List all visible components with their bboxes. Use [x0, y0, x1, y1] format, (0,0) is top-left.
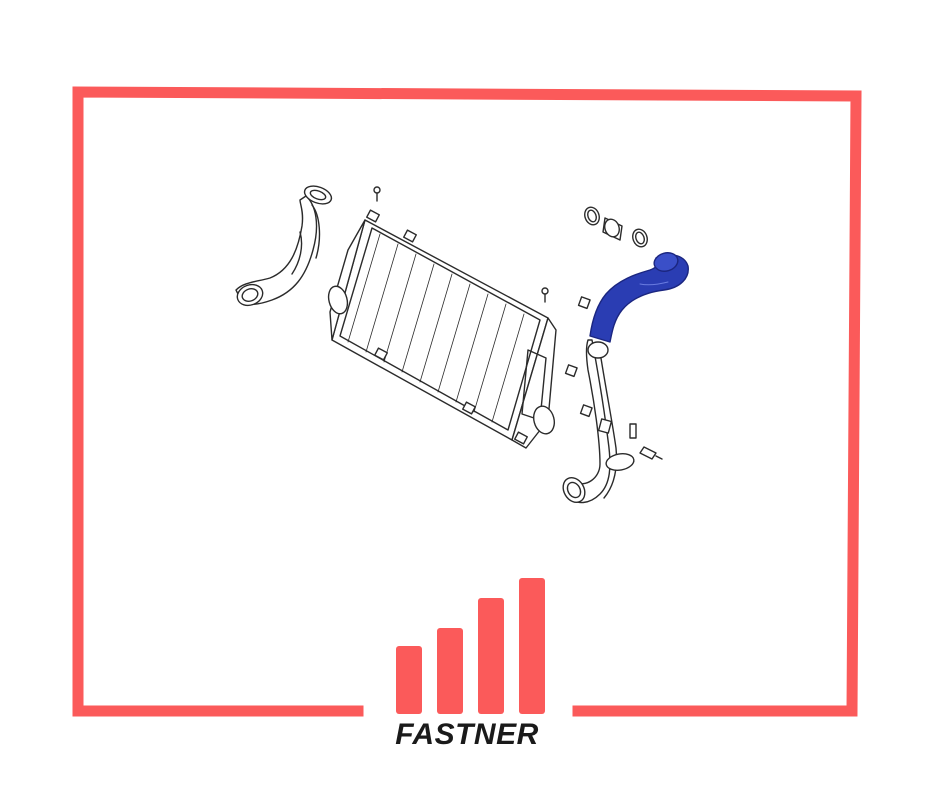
core-fins [347, 233, 525, 423]
clamps [564, 217, 623, 418]
logo-bar-1 [396, 646, 422, 714]
bolt-right-of-core [541, 287, 549, 303]
brand-name: FASTNER [395, 718, 539, 751]
brand-logo [396, 578, 545, 714]
intercooler-core [327, 209, 557, 449]
bolt-lower-right [639, 446, 663, 460]
o-rings [584, 206, 648, 248]
logo-bar-2 [437, 628, 463, 714]
bolts [373, 186, 663, 460]
intercooler-diagram [235, 185, 689, 504]
logo-bar-3 [478, 598, 504, 714]
brand-frame [72, 86, 862, 717]
frame-top-left-right [72, 86, 862, 717]
bolt-top [373, 186, 381, 202]
upper-hose-highlighted [589, 252, 689, 343]
left-intake-pipe [235, 185, 333, 307]
right-lower-pipe [562, 339, 637, 504]
logo-bar-4 [519, 578, 545, 714]
